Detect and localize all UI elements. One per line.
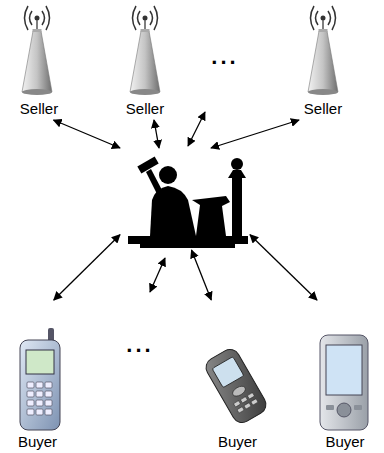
auctioneer-silhouette [128,157,248,248]
double-arrow [188,112,205,146]
node-label: Buyer [218,433,257,450]
edge-group [54,120,318,300]
device-node: Buyer [200,300,275,453]
cell-phone-icon [20,328,60,430]
double-arrow [192,250,212,300]
double-arrow [54,120,121,148]
double-arrow [154,120,159,148]
double-arrow [250,235,317,300]
ellipsis-label: ... [126,334,153,356]
node-label: Buyer [325,433,364,450]
device-node: Seller [115,0,175,120]
node-label: Buyer [18,433,57,450]
device-node: Buyer [5,300,70,453]
device-node: Buyer [310,300,380,453]
tower-icon [22,6,52,95]
double-arrow [54,235,120,300]
double-arrow [150,258,165,292]
tower-icon [308,6,338,95]
ellipsis-label: ... [211,46,238,68]
node-label: Seller [304,100,342,117]
device-node: Seller [293,0,353,120]
auctioneer-node [120,148,250,250]
node-label: Seller [20,100,58,117]
node-label: Seller [126,100,164,117]
double-arrow [211,120,299,148]
smartphone-icon [202,346,269,426]
tower-icon [130,6,160,95]
device-node: Seller [10,0,68,120]
pda-icon [320,335,368,430]
